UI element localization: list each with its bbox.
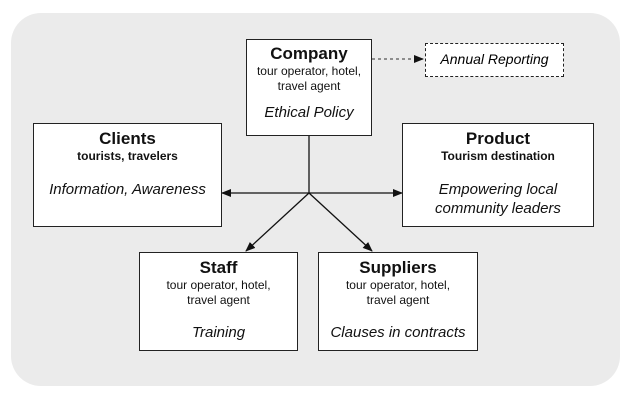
staff-box: Staff tour operator, hotel, travel agent…: [139, 252, 298, 351]
suppliers-subtitle-line1: tour operator, hotel,: [345, 278, 451, 292]
clients-box: Clients tourists, travelers Information,…: [33, 123, 222, 227]
product-subtitle: Tourism destination: [441, 149, 555, 163]
staff-subtitle-line1: tour operator, hotel,: [166, 278, 271, 292]
product-box: Product Tourism destination Empowering l…: [402, 123, 594, 227]
company-subtitle-line2: travel agent: [277, 79, 341, 93]
clients-title: Clients: [99, 129, 156, 148]
product-action-line1: Empowering local: [438, 181, 558, 198]
company-title: Company: [270, 44, 348, 63]
hub-to-suppliers-arrow: [308, 192, 373, 252]
clients-action: Information, Awareness: [49, 181, 206, 198]
suppliers-title: Suppliers: [359, 258, 437, 277]
suppliers-box: Suppliers tour operator, hotel, travel a…: [318, 252, 478, 351]
staff-subtitle-line2: travel agent: [187, 293, 250, 307]
company-subtitle-line1: tour operator, hotel,: [256, 64, 362, 78]
company-box: Company tour operator, hotel, travel age…: [246, 39, 372, 136]
suppliers-subtitle-line2: travel agent: [366, 293, 430, 307]
staff-action: Training: [191, 324, 246, 341]
annual-reporting-box: Annual Reporting: [425, 43, 564, 77]
staff-title: Staff: [199, 258, 238, 277]
product-action-line2: community leaders: [435, 200, 561, 217]
company-action: Ethical Policy: [264, 104, 354, 121]
suppliers-action: Clauses in contracts: [330, 324, 466, 341]
clients-subtitle: tourists, travelers: [77, 149, 178, 163]
product-title: Product: [465, 129, 531, 148]
annual-reporting-label: Annual Reporting: [440, 51, 549, 67]
hub-to-staff-arrow: [245, 192, 310, 252]
